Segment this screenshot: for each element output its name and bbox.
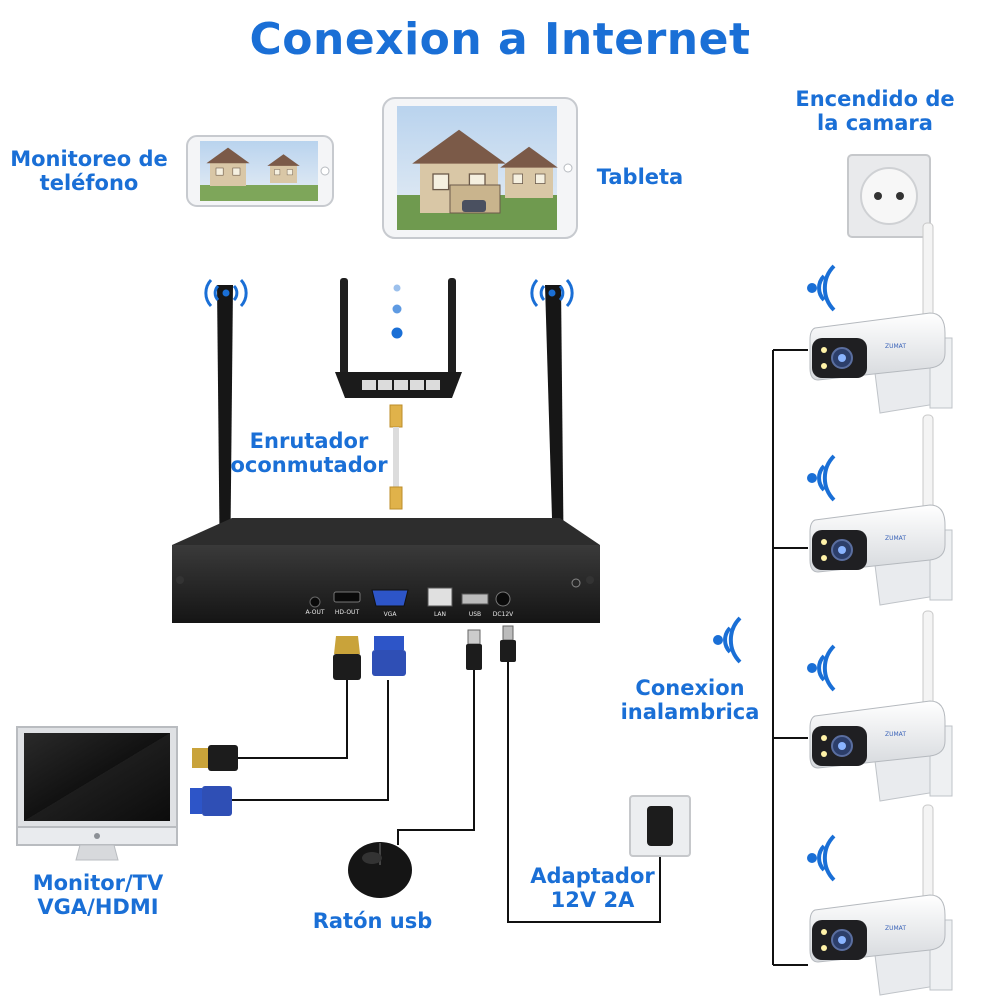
port-label-a-out: A-OUT xyxy=(305,609,324,616)
camera-4 xyxy=(809,804,953,996)
port-label-vga: VGA xyxy=(384,611,398,618)
camera-3 xyxy=(809,610,953,802)
router-device xyxy=(335,278,462,398)
dc-plug xyxy=(500,625,516,662)
hdmi-plug xyxy=(333,636,361,680)
nvr-port-labels: A-OUT HD-OUT VGA LAN USB DC12V xyxy=(305,609,514,618)
usb-plug xyxy=(466,629,482,670)
ethernet-cable xyxy=(389,404,403,510)
port-label-hd-out: HD-OUT xyxy=(335,609,360,616)
phone-device xyxy=(186,135,334,207)
camera-1-wifi-icon xyxy=(805,264,836,312)
label-power-adapter: Adaptador 12V 2A xyxy=(530,864,655,912)
cable-lines xyxy=(232,349,808,966)
label-wireless-connection: Conexion inalambrica xyxy=(620,676,760,724)
port-label-lan: LAN xyxy=(434,611,446,618)
camera-2-wifi-icon xyxy=(805,454,836,502)
camera-1 xyxy=(809,222,953,414)
vga-plug xyxy=(372,636,406,676)
monitor-hdmi-plug xyxy=(192,745,238,771)
usb-mouse xyxy=(348,842,412,898)
label-monitor-tv: Monitor/TV VGA/HDMI xyxy=(32,871,164,919)
camera-3-wifi-icon xyxy=(805,644,836,692)
label-camera-power: Encendido de la camara xyxy=(795,87,955,135)
power-adapter xyxy=(629,795,691,857)
page-title: Conexion a Internet xyxy=(249,14,751,65)
label-phone-monitoring: Monitoreo de teléfono xyxy=(10,147,168,195)
wireless-wifi-icon xyxy=(711,616,742,664)
camera-4-wifi-icon xyxy=(805,834,836,882)
nvr-recorder: A-OUT HD-OUT VGA LAN USB DC12V xyxy=(172,518,600,623)
label-tablet: Tableta xyxy=(596,165,684,189)
port-label-dc12v: DC12V xyxy=(493,611,514,618)
tablet-device xyxy=(382,97,578,239)
camera-2 xyxy=(809,414,953,606)
monitor-vga-plug xyxy=(190,786,232,816)
label-router: Enrutador oconmutador xyxy=(230,429,388,477)
port-label-usb: USB xyxy=(469,611,481,618)
camera-power-outlet xyxy=(847,154,931,238)
label-usb-mouse: Ratón usb xyxy=(312,909,433,933)
monitor-tv xyxy=(16,726,178,861)
